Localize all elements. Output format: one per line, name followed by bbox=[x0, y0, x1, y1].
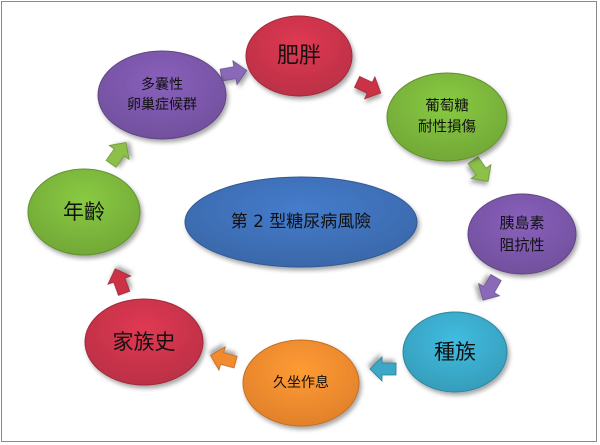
node-insulin-label-1: 胰島素 bbox=[499, 214, 544, 232]
node-glucose-label-2: 耐性損傷 bbox=[418, 119, 476, 136]
node-sedentary-label-1: 久坐作息 bbox=[273, 374, 329, 391]
node-ethnicity-shape bbox=[402, 311, 508, 393]
arrow-from-family bbox=[107, 268, 132, 296]
node-family: 家族史 bbox=[84, 298, 204, 386]
node-glucose-shape bbox=[386, 72, 508, 162]
center-node-shape bbox=[184, 176, 418, 268]
node-family-label-1: 家族史 bbox=[113, 330, 176, 354]
node-pcos-label-2: 卵巢症候群 bbox=[127, 97, 197, 113]
node-family-shape bbox=[84, 298, 204, 386]
node-glucose-label-1: 葡萄糖 bbox=[425, 97, 469, 114]
node-pcos-label-1: 多囊性 bbox=[141, 76, 183, 93]
node-ethnicity-label-1: 種族 bbox=[434, 340, 476, 364]
node-obesity-shape bbox=[245, 15, 353, 97]
arrow-from-glucose bbox=[467, 156, 492, 182]
arrow-from-age bbox=[105, 142, 130, 168]
arrow-from-sedentary bbox=[209, 346, 238, 372]
node-insulin-shape bbox=[467, 193, 577, 275]
arrow-from-pcos bbox=[219, 59, 248, 86]
node-age-shape bbox=[27, 168, 141, 256]
arrow-from-insulin bbox=[477, 274, 502, 301]
node-sedentary: 久坐作息 bbox=[242, 339, 360, 427]
arrow-from-ethnicity bbox=[369, 356, 397, 382]
node-obesity: 肥胖 bbox=[245, 15, 353, 97]
node-sedentary-shape bbox=[242, 339, 360, 427]
node-obesity-label-1: 肥胖 bbox=[277, 44, 321, 69]
center-node-label-1: 第 2 型糖尿病風險 bbox=[231, 212, 372, 232]
node-insulin-label-2: 阻抗性 bbox=[499, 236, 544, 254]
arrow-from-obesity bbox=[354, 75, 382, 100]
node-pcos-shape bbox=[97, 50, 227, 140]
node-age: 年齡 bbox=[27, 168, 141, 256]
center-node: 第 2 型糖尿病風險 bbox=[184, 176, 418, 268]
node-ethnicity: 種族 bbox=[402, 311, 508, 393]
node-age-label-1: 年齡 bbox=[63, 200, 105, 224]
